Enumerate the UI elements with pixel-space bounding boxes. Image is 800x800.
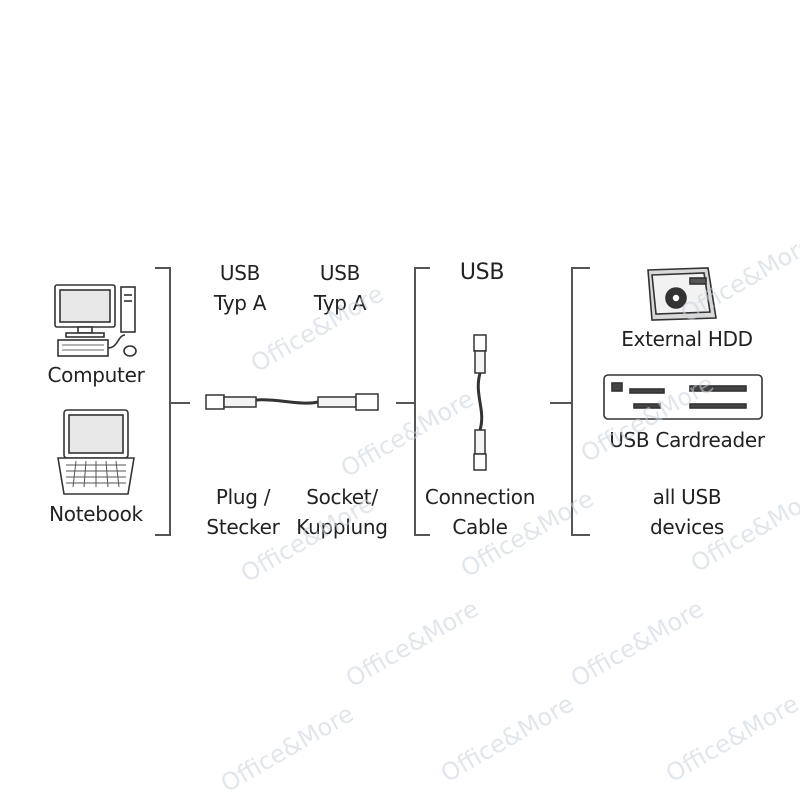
external-hdd-icon [647, 267, 717, 321]
usb-cable-vertical-icon [473, 334, 487, 471]
usb-typ-a-plug-label: USB Typ A [200, 258, 280, 318]
usb-cable-horizontal-icon [205, 393, 379, 411]
usb-typ-a-plug-line2: Typ A [213, 291, 267, 315]
bracket-middle [396, 267, 430, 536]
usb-label: USB [459, 260, 505, 285]
notebook-label: Notebook [49, 502, 143, 526]
external-hdd-label: External HDD [621, 327, 753, 351]
all-usb-devices-label: all USB devices [622, 482, 752, 542]
plug-line2: Stecker [206, 515, 280, 539]
desktop-computer-icon [54, 284, 137, 357]
card-reader-label: USB Cardreader [609, 428, 765, 452]
plug-line1: Plug / [215, 485, 271, 509]
usb-typ-a-socket-label: USB Typ A [300, 258, 380, 318]
socket-line2: Kupplung [296, 515, 388, 539]
all-usb-line1: all USB [652, 485, 722, 509]
computer-label: Computer [47, 363, 145, 387]
socket-line1: Socket/ [306, 485, 378, 509]
connection-cable-label: Connection Cable [424, 482, 536, 542]
bracket-left [155, 267, 190, 536]
bracket-right [550, 267, 590, 536]
card-reader-icon [603, 374, 763, 420]
socket-label: Socket/ Kupplung [290, 482, 394, 542]
notebook-icon [57, 409, 135, 495]
connection-line1: Connection [424, 485, 536, 509]
all-usb-line2: devices [649, 515, 724, 539]
usb-typ-a-plug-line1: USB [219, 261, 261, 285]
usb-typ-a-socket-line1: USB [319, 261, 361, 285]
connection-line2: Cable [452, 515, 508, 539]
plug-label: Plug / Stecker [195, 482, 291, 542]
usb-typ-a-socket-line2: Typ A [313, 291, 367, 315]
